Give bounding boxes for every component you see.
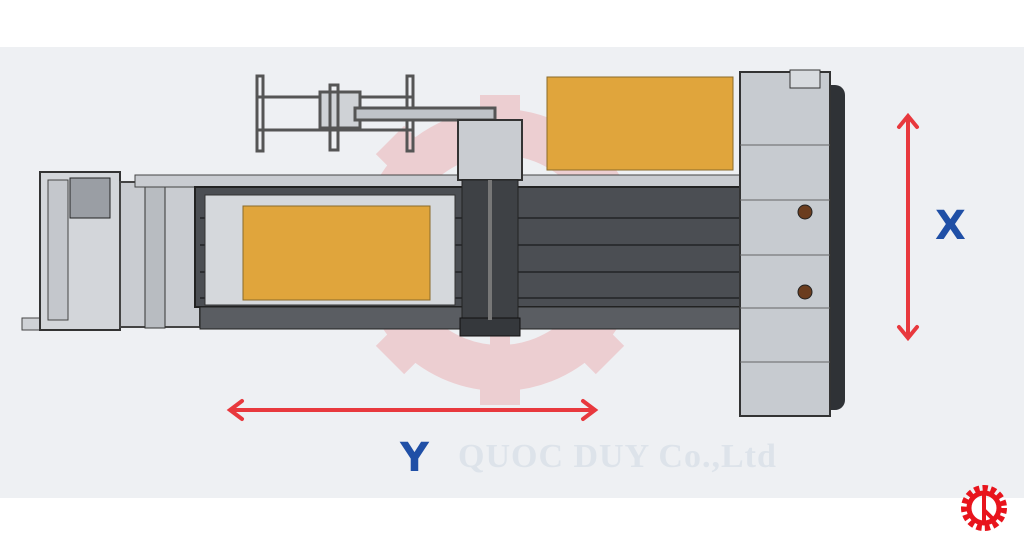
y-axis-label: Y xyxy=(400,435,429,481)
tool-changer-frame xyxy=(255,74,497,153)
loader-unit xyxy=(21,171,201,331)
y-axis-arrow xyxy=(226,399,599,421)
x-axis-arrow xyxy=(897,112,919,342)
gantry xyxy=(457,119,523,337)
watermark-text: QUOC DUY Co.,Ltd xyxy=(458,438,777,475)
company-logo-icon xyxy=(961,485,1007,531)
x-axis-label: X xyxy=(935,203,966,249)
material-sheet-top xyxy=(546,76,734,171)
machine-bed xyxy=(134,174,746,330)
control-cabinet xyxy=(739,69,845,417)
material-sheet-bed xyxy=(242,205,431,301)
